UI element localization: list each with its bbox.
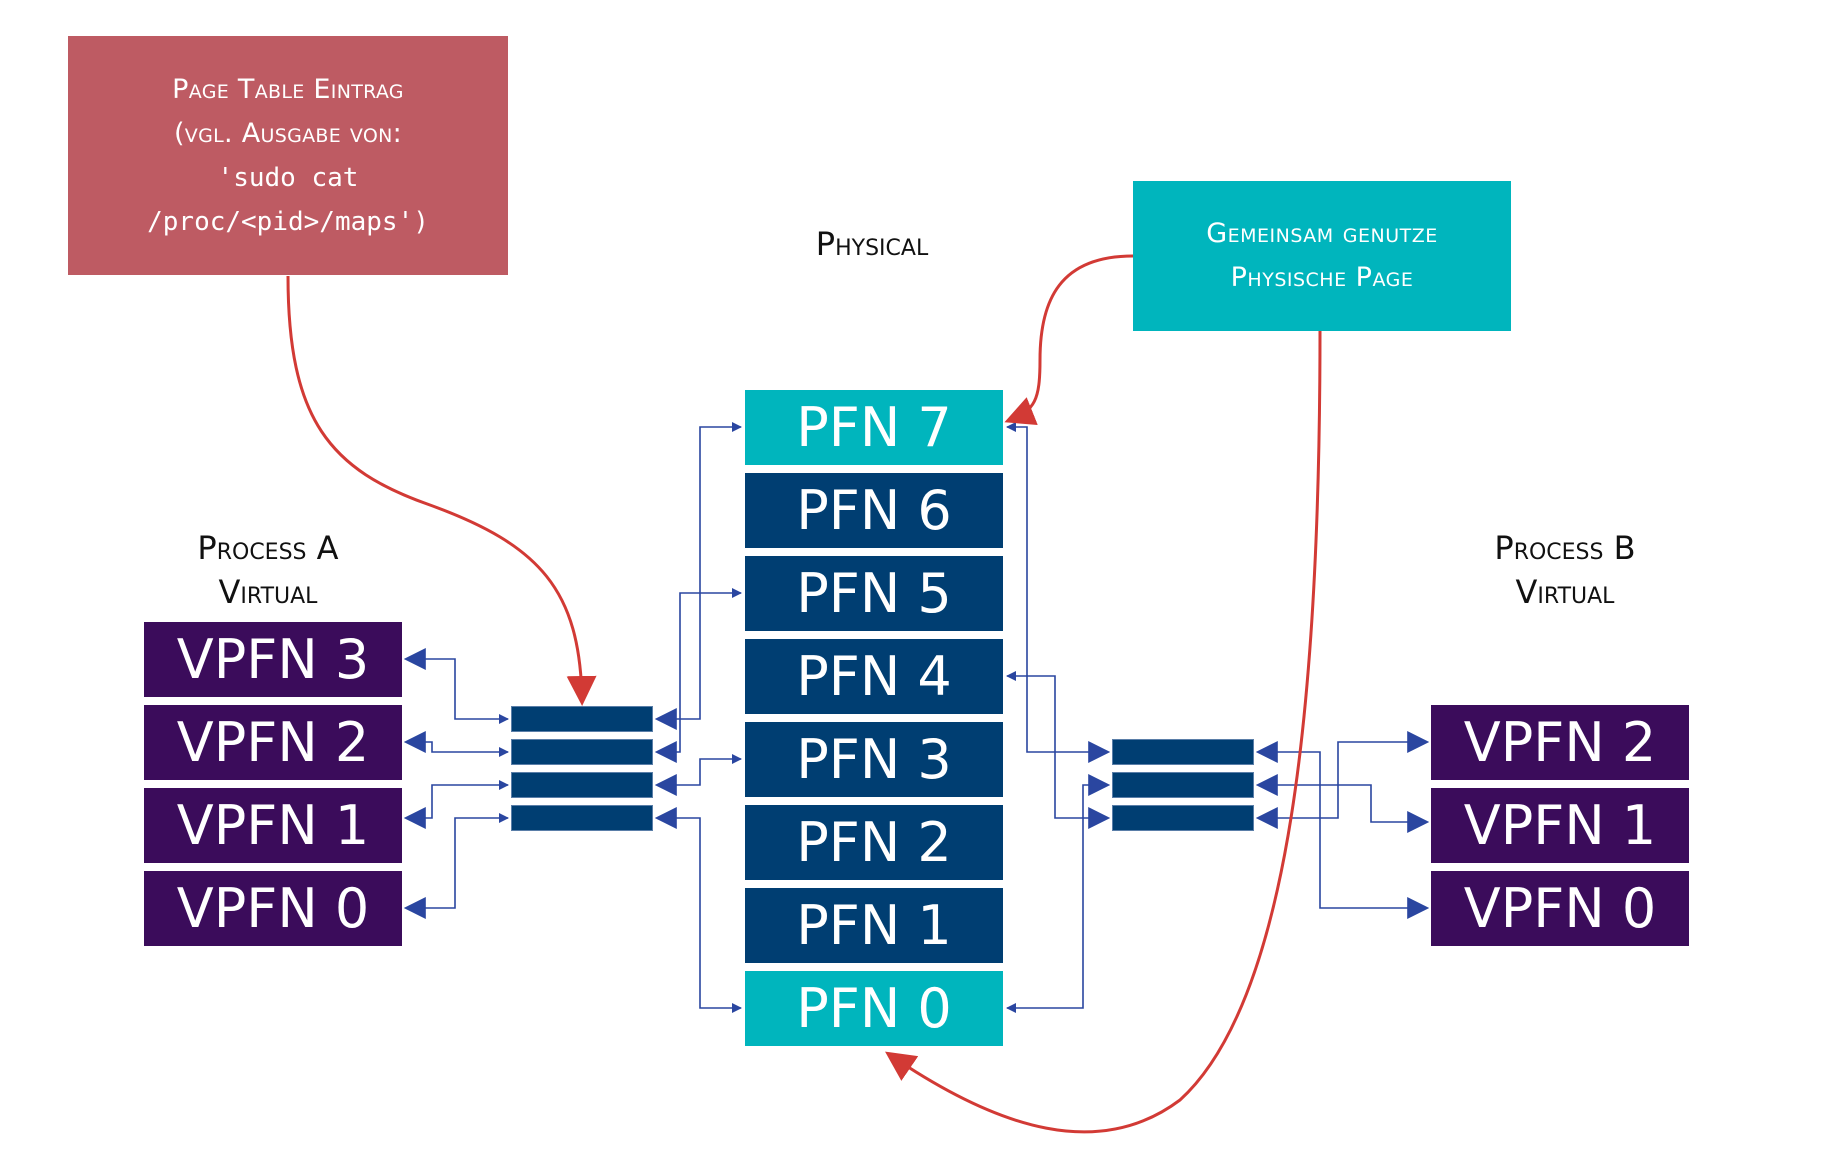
process-b-title: Process B Virtual xyxy=(1415,526,1715,614)
process-b-title-line2: Virtual xyxy=(1515,573,1615,611)
shared-callout-line2: Physische Page xyxy=(1230,262,1414,293)
physical-title: Physical xyxy=(815,225,929,263)
shared-page-callout: Gemeinsam genutze Physische Page xyxy=(1133,181,1511,331)
annotation-arrow-to-pfn7 xyxy=(1004,254,1134,426)
wire-a-pte2-pfn3 xyxy=(654,754,742,796)
process-b-page-table-entry-1 xyxy=(1112,772,1254,798)
pfn-3: PFN 3 xyxy=(745,722,1003,797)
wire-b-pte1-pfn0 xyxy=(1006,774,1111,1013)
wire-a-pte3-pfn0 xyxy=(654,807,742,1013)
process-a-page-table-entry-1 xyxy=(511,739,653,765)
pfn-0: PFN 0 xyxy=(745,971,1003,1046)
wire-a-vpfn3-pte0 xyxy=(403,648,509,724)
process-b-page-table-entry-0 xyxy=(1112,739,1254,765)
process-a-vpfn-3: VPFN 3 xyxy=(144,622,402,697)
callout-command-line1: 'sudo cat xyxy=(217,162,359,193)
wire-b-pte0-vpfn0 xyxy=(1255,741,1430,919)
pfn-6: PFN 6 xyxy=(745,473,1003,548)
process-b-vpfn-0: VPFN 0 xyxy=(1431,871,1689,946)
pfn-7: PFN 7 xyxy=(745,390,1003,465)
wire-a-vpfn0-pte3 xyxy=(403,813,509,919)
callout-command-line2: /proc/<pid>/maps') xyxy=(147,206,429,237)
process-a-title-line1: Process A xyxy=(197,529,339,567)
wire-a-pte1-pfn5 xyxy=(654,588,742,763)
process-a-page-table-entry-0 xyxy=(511,706,653,732)
wire-a-vpfn2-pte1 xyxy=(403,731,509,757)
shared-callout-line1: Gemeinsam genutze xyxy=(1206,218,1438,249)
process-b-vpfn-2: VPFN 2 xyxy=(1431,705,1689,780)
wire-b-pte2-pfn4 xyxy=(1006,671,1111,829)
pfn-5: PFN 5 xyxy=(745,556,1003,631)
process-a-title: Process A Virtual xyxy=(118,526,418,614)
process-a-vpfn-2: VPFN 2 xyxy=(144,705,402,780)
wire-a-vpfn1-pte2 xyxy=(403,780,509,829)
wire-b-pte1-vpfn1 xyxy=(1255,774,1430,833)
callout-title: Page Table Eintrag xyxy=(172,73,404,105)
process-a-vpfn-1: VPFN 1 xyxy=(144,788,402,863)
process-a-vpfn-0: VPFN 0 xyxy=(144,871,402,946)
process-b-title-line1: Process B xyxy=(1494,529,1636,567)
callout-subtitle: (vgl. Ausgabe von: xyxy=(173,117,403,149)
pfn-1: PFN 1 xyxy=(745,888,1003,963)
process-b-page-table-entry-2 xyxy=(1112,805,1254,831)
process-a-title-line2: Virtual xyxy=(218,573,318,611)
process-a-page-table-entry-2 xyxy=(511,772,653,798)
wire-a-pte0-pfn7 xyxy=(654,422,742,730)
process-b-vpfn-1: VPFN 1 xyxy=(1431,788,1689,863)
wire-b-pte0-pfn7 xyxy=(1006,422,1111,763)
pfn-2: PFN 2 xyxy=(745,805,1003,880)
wire-b-pte2-vpfn2 xyxy=(1255,731,1430,829)
pfn-4: PFN 4 xyxy=(745,639,1003,714)
process-a-page-table-entry-3 xyxy=(511,805,653,831)
page-table-entry-callout: Page Table Eintrag (vgl. Ausgabe von: 's… xyxy=(68,36,508,275)
